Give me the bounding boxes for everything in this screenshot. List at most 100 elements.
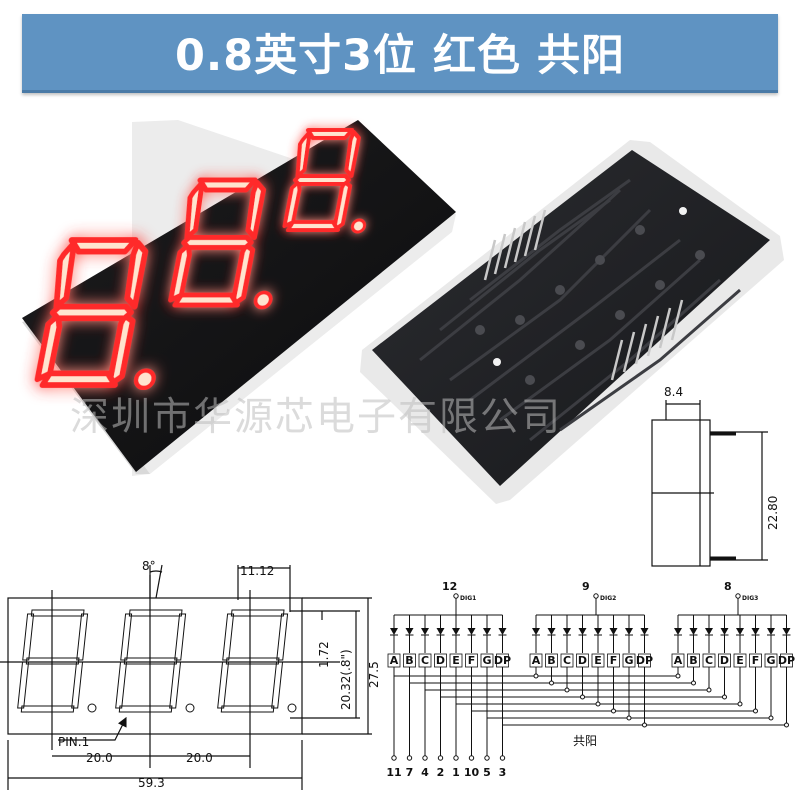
diode — [782, 628, 791, 635]
pcb-back — [372, 150, 770, 486]
side-view-drawing — [651, 400, 768, 567]
segment-label-b: B — [405, 654, 413, 667]
segment-label-d: D — [720, 654, 729, 667]
side-pin-length: 22.80 — [766, 496, 780, 530]
diode — [720, 628, 729, 635]
diode — [751, 628, 760, 635]
segment-label-c: C — [421, 654, 429, 667]
outline-digit-2 — [115, 609, 187, 713]
dim-digit-height: 20.32(.8") — [339, 649, 353, 710]
digit-pin-1: 12 — [442, 580, 457, 593]
led-module-back — [360, 140, 784, 504]
diode — [467, 628, 476, 635]
digit-name-3: DIG3 — [742, 595, 758, 602]
outline-digit-3 — [217, 609, 289, 713]
diode — [452, 628, 460, 635]
segment-label-dp: DP — [494, 654, 511, 667]
led-digit-3 — [282, 128, 367, 234]
diode — [674, 628, 682, 635]
circuit-type-label: 共阳 — [573, 734, 597, 748]
segment-pin-e: 1 — [452, 766, 460, 779]
outline-rect — [7, 597, 303, 735]
segment-pin-g: 5 — [483, 766, 491, 779]
digit-pin-2: 9 — [582, 580, 590, 593]
segment-pin-f: 10 — [464, 766, 480, 779]
dim-pitch-2: 20.0 — [186, 751, 213, 765]
dim-total-width: 59.3 — [138, 776, 165, 790]
outline-digit-1 — [17, 609, 89, 713]
segment-pin-a: 11 — [386, 766, 401, 779]
pins-bottom — [610, 299, 684, 381]
diode — [594, 628, 602, 635]
segment-label-e: E — [452, 654, 460, 667]
digit-name-1: DIG1 — [460, 595, 476, 602]
led-digit-1 — [34, 237, 156, 391]
pcb-traces — [419, 178, 741, 442]
dim-total-height: 27.5 — [367, 661, 381, 688]
led-digits — [34, 128, 367, 391]
diode — [498, 628, 507, 635]
segment-label-a: A — [390, 654, 399, 667]
pin1-label: PIN.1 — [58, 735, 89, 749]
dim-digit-tilt: 8° — [142, 559, 156, 573]
front-dimension-drawing — [0, 564, 372, 790]
digit-pin-3: 8 — [724, 580, 732, 593]
pins-top — [483, 209, 547, 281]
dim-pitch-1: 20.0 — [86, 751, 113, 765]
diode — [547, 628, 556, 635]
segment-pin-b: 7 — [406, 766, 414, 779]
led-digit-2 — [168, 177, 273, 310]
segment-label-a: A — [532, 654, 541, 667]
title-banner: 0.8英寸3位 红色 共阳 — [22, 14, 778, 93]
diode — [625, 628, 633, 635]
segment-label-b: B — [547, 654, 555, 667]
segment-label-d: D — [436, 654, 445, 667]
segment-label-f: F — [468, 654, 476, 667]
diode — [421, 628, 429, 635]
segment-label-a: A — [674, 654, 683, 667]
segment-label-d: D — [578, 654, 587, 667]
dim-segment-height: 1.72 — [317, 641, 331, 668]
led-module-front — [22, 120, 456, 476]
segment-label-g: G — [624, 654, 633, 667]
diode — [578, 628, 587, 635]
diode — [390, 628, 398, 635]
diode — [767, 628, 775, 635]
segment-label-f: F — [752, 654, 760, 667]
segment-pin-dp: 3 — [499, 766, 507, 779]
segment-label-g: G — [482, 654, 491, 667]
diode — [689, 628, 698, 635]
diode — [405, 628, 414, 635]
diode — [563, 628, 571, 635]
segment-label-dp: DP — [636, 654, 653, 667]
diode — [483, 628, 491, 635]
front-digit-outlines — [17, 609, 297, 713]
banner-title: 0.8英寸3位 红色 共阳 — [174, 31, 626, 81]
diode — [532, 628, 540, 635]
segment-label-e: E — [594, 654, 602, 667]
segment-label-g: G — [766, 654, 775, 667]
side-thickness: 8.4 — [664, 385, 683, 399]
watermark: 深圳市华源芯电子有限公司 — [70, 395, 562, 440]
diode — [736, 628, 744, 635]
dim-digit-width: 11.12 — [240, 564, 274, 578]
diode — [609, 628, 618, 635]
diode — [705, 628, 713, 635]
diode — [640, 628, 649, 635]
segment-label-b: B — [689, 654, 697, 667]
segment-label-c: C — [563, 654, 571, 667]
digit-name-2: DIG2 — [600, 595, 616, 602]
segment-label-dp: DP — [778, 654, 795, 667]
pcb-pads — [475, 225, 705, 385]
segment-pin-d: 2 — [437, 766, 445, 779]
segment-label-f: F — [610, 654, 618, 667]
segment-pin-c: 4 — [421, 766, 429, 779]
diode — [436, 628, 445, 635]
segment-label-e: E — [736, 654, 744, 667]
segment-label-c: C — [705, 654, 713, 667]
